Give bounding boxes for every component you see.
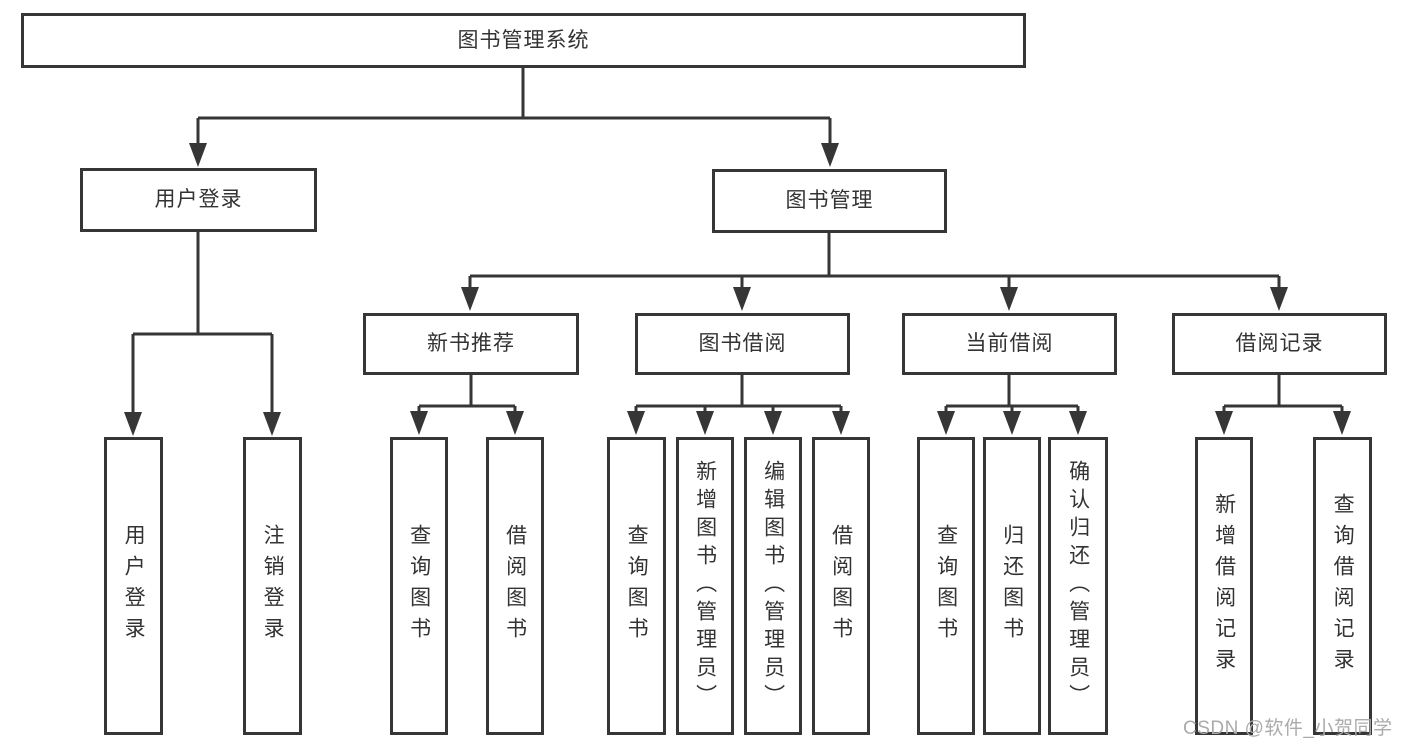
node-new-book-recommend: 新书推荐 — [363, 313, 579, 375]
leaf-current-confirm-return-admin: 确认归还（管理员） — [1048, 437, 1108, 735]
leaf-newbook-query-books: 查询图书 — [390, 437, 448, 735]
node-borrowing-records: 借阅记录 — [1172, 313, 1387, 375]
connector-root-to-level2 — [189, 67, 839, 167]
connector-book-borrowing-children — [627, 375, 850, 435]
leaf-newbook-borrow-books: 借阅图书 — [486, 437, 544, 735]
leaf-records-query-borrow-record: 查询借阅记录 — [1313, 437, 1372, 735]
node-book-management: 图书管理 — [712, 169, 947, 233]
node-root: 图书管理系统 — [21, 13, 1026, 68]
connector-user-login-children — [124, 232, 281, 436]
leaf-borrowing-borrow-books: 借阅图书 — [812, 437, 870, 735]
leaf-logout: 注销登录 — [243, 437, 302, 735]
leaf-borrowing-edit-books-admin: 编辑图书（管理员） — [744, 437, 802, 735]
leaf-borrowing-add-books-admin: 新增图书（管理员） — [676, 437, 734, 735]
watermark-text: CSDN @软件_小贺同学 — [1183, 718, 1393, 739]
connector-current-borrowing-children — [937, 375, 1087, 435]
leaf-records-add-borrow-record: 新增借阅记录 — [1195, 437, 1253, 735]
leaf-borrowing-query-books: 查询图书 — [607, 437, 666, 735]
leaf-current-query-books: 查询图书 — [917, 437, 975, 735]
leaf-current-return-books: 归还图书 — [983, 437, 1041, 735]
node-user-login: 用户登录 — [80, 168, 317, 232]
connector-borrowing-records-children — [1215, 375, 1351, 435]
connector-book-management-to-level3 — [461, 233, 1288, 311]
leaf-user-login: 用户登录 — [104, 437, 163, 735]
node-current-borrowing: 当前借阅 — [902, 313, 1117, 375]
connector-new-book-children — [410, 375, 524, 435]
node-book-borrowing: 图书借阅 — [635, 313, 850, 375]
